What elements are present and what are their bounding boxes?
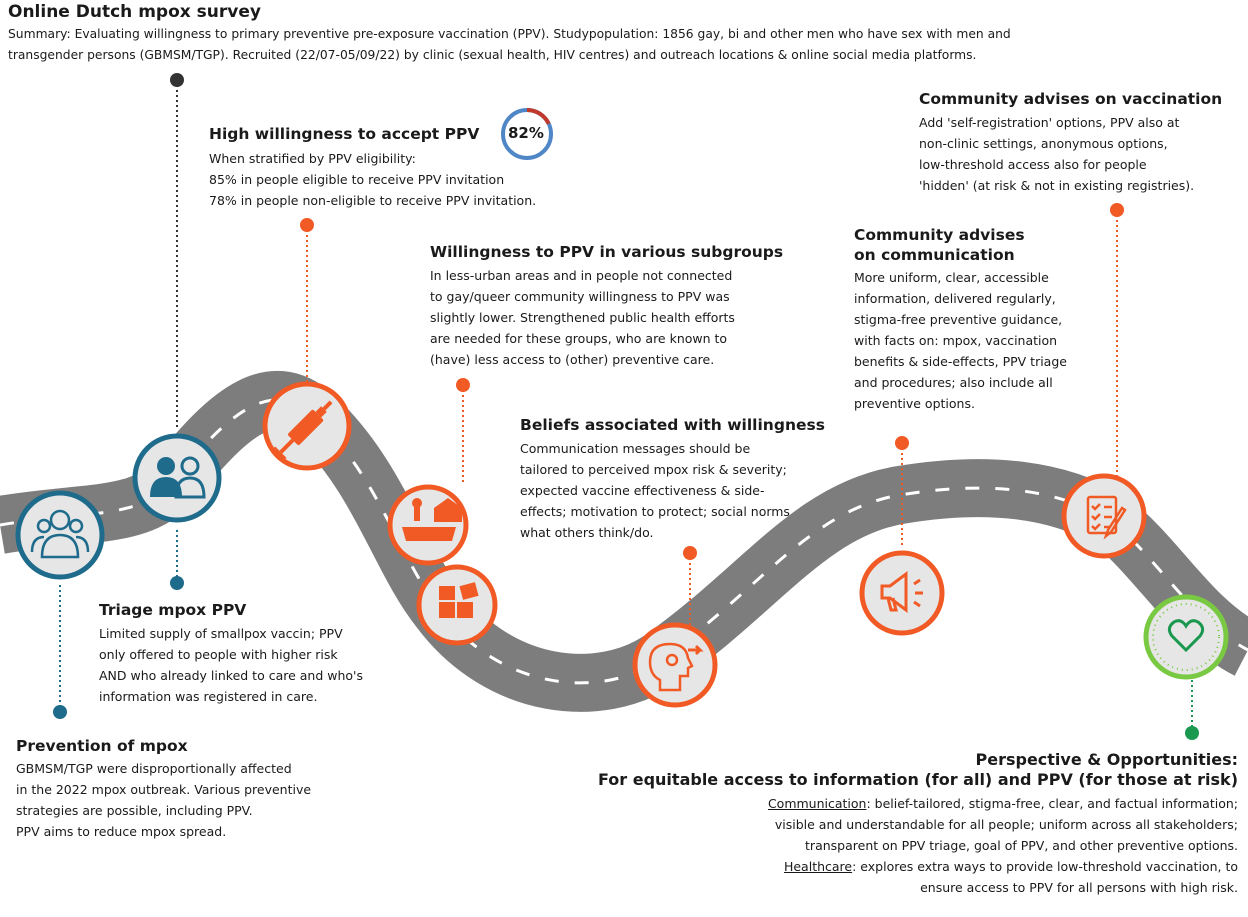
subgroups-line: In less-urban areas and in people not co…: [430, 268, 733, 283]
beliefs-heading: Beliefs associated with willingness: [520, 416, 825, 434]
triage-block: Triage mpox PPV Limited supply of smallp…: [99, 600, 363, 707]
triage-line: AND who already linked to care and who's: [99, 668, 363, 683]
perspective-comm-line: visible and understandable for all peopl…: [774, 817, 1238, 832]
vaccination-line: low-threshold access also for people: [919, 157, 1147, 172]
summary-line: transgender persons (GBMSM/TGP). Recruit…: [8, 48, 977, 62]
heart-icon: [1143, 594, 1229, 680]
dot-beliefs: [683, 546, 697, 560]
megaphone-icon: [859, 550, 945, 636]
perspective-health-text: : explores extra ways to provide low-thr…: [852, 859, 1238, 874]
prevention-line: PPV aims to reduce mpox spread.: [16, 824, 227, 839]
beliefs-line: expected vaccine effectiveness & side-: [520, 483, 765, 498]
communication-label: Communication: [767, 796, 867, 811]
subgroups-line: are needed for these groups, who are kno…: [430, 331, 728, 346]
triage-line: Limited supply of smallpox vaccin; PPV: [99, 626, 343, 641]
percent-ring: [501, 108, 553, 160]
dot-communication: [895, 436, 909, 450]
communication-block: Community advises on communication More …: [854, 225, 1067, 414]
dot-prevention: [53, 705, 67, 719]
percent-label: 82%: [508, 124, 544, 142]
communication-line: benefits & side-effects, PPV triage: [854, 354, 1067, 369]
road-dashes: [0, 398, 1248, 685]
perspective-comm-line: Communication: belief-tailored, stigma-f…: [598, 793, 1238, 814]
prevention-line: strategies are possible, including PPV.: [16, 803, 253, 818]
dot-vaccination: [1110, 203, 1124, 217]
beliefs-line: tailored to perceived mpox risk & severi…: [520, 462, 787, 477]
communication-line: preventive options.: [854, 396, 975, 411]
communication-line: More uniform, clear, accessible: [854, 270, 1049, 285]
vaccination-line: 'hidden' (at risk & not in existing regi…: [919, 178, 1195, 193]
subgroups-heading: Willingness to PPV in various subgroups: [430, 243, 784, 261]
perspective-health-line: Healthcare: explores extra ways to provi…: [598, 856, 1238, 877]
subgroups-line: slightly lower. Strengthened public heal…: [430, 310, 735, 325]
dot-perspective: [1185, 726, 1199, 740]
page-title: Online Dutch mpox survey: [8, 2, 261, 22]
subgroups-line: to gay/queer community willingness to PP…: [430, 289, 730, 304]
summary: Summary: Evaluating willingness to prima…: [8, 24, 1011, 66]
prevention-line: GBMSM/TGP were disproportionally affecte…: [16, 761, 292, 776]
willingness-heading: High willingness to accept PPV: [209, 125, 480, 143]
puzzle-icon: [416, 564, 498, 646]
community-icon: [15, 490, 105, 580]
perspective-health-line: ensure access to PPV for all persons wit…: [920, 880, 1238, 895]
syringe-icon: [262, 381, 352, 471]
dot-willingness: [300, 218, 314, 232]
head-gear-icon: [632, 622, 718, 708]
communication-line: information, delivered regularly,: [854, 291, 1056, 306]
perspective-subheading: For equitable access to information (for…: [598, 770, 1238, 789]
summary-line: Summary: Evaluating willingness to prima…: [8, 27, 1011, 41]
vaccination-block: Community advises on vaccination Add 'se…: [919, 89, 1222, 196]
prevention-line: in the 2022 mpox outbreak. Various preve…: [16, 782, 312, 797]
willingness-line: When stratified by PPV eligibility:: [209, 151, 416, 166]
dot-subgroups: [456, 378, 470, 392]
beliefs-line: Communication messages should be: [520, 441, 751, 456]
communication-heading: on communication: [854, 246, 1015, 264]
willingness-line: 85% in people eligible to receive PPV in…: [209, 172, 505, 187]
dot-triage: [170, 576, 184, 590]
triage-line: information was registered in care.: [99, 689, 318, 704]
subgroups-line: (have) less access to (other) preventive…: [430, 352, 715, 367]
vaccination-line: Add 'self-registration' options, PPV als…: [919, 115, 1180, 130]
dot-triage-top: [170, 73, 184, 87]
perspective-comm-text: : belief-tailored, stigma-free, clear, a…: [866, 796, 1238, 811]
people-icon: [132, 433, 222, 523]
communication-line: and procedures; also include all: [854, 375, 1053, 390]
perspective-heading: Perspective & Opportunities:: [975, 750, 1239, 769]
beliefs-block: Beliefs associated with willingness Comm…: [520, 415, 825, 543]
communication-line: stigma-free preventive guidance,: [854, 312, 1063, 327]
perspective-comm-line: transparent on PPV triage, goal of PPV, …: [805, 838, 1238, 853]
triage-line: only offered to people with higher risk: [99, 647, 338, 662]
triage-heading: Triage mpox PPV: [99, 601, 247, 619]
prevention-heading: Prevention of mpox: [16, 737, 188, 755]
communication-line: with facts on: mpox, vaccination: [854, 333, 1058, 348]
rural-houses-icon: [387, 484, 469, 566]
willingness-line: 78% in people non-eligible to receive PP…: [209, 193, 537, 208]
checklist-icon: [1061, 473, 1147, 559]
prevention-block: Prevention of mpox GBMSM/TGP were dispro…: [16, 736, 311, 842]
beliefs-line: effects; motivation to protect; social n…: [520, 504, 790, 519]
vaccination-heading: Community advises on vaccination: [919, 90, 1223, 108]
healthcare-label: Healthcare: [783, 859, 853, 874]
vaccination-line: non-clinic settings, anonymous options,: [919, 136, 1168, 151]
subgroups-block: Willingness to PPV in various subgroups …: [430, 242, 783, 370]
perspective-block: Perspective & Opportunities: For equitab…: [598, 750, 1238, 898]
communication-heading: Community advises: [854, 226, 1025, 244]
beliefs-line: what others think/do.: [520, 525, 654, 540]
willingness-block: High willingness to accept PPV When stra…: [209, 124, 536, 211]
